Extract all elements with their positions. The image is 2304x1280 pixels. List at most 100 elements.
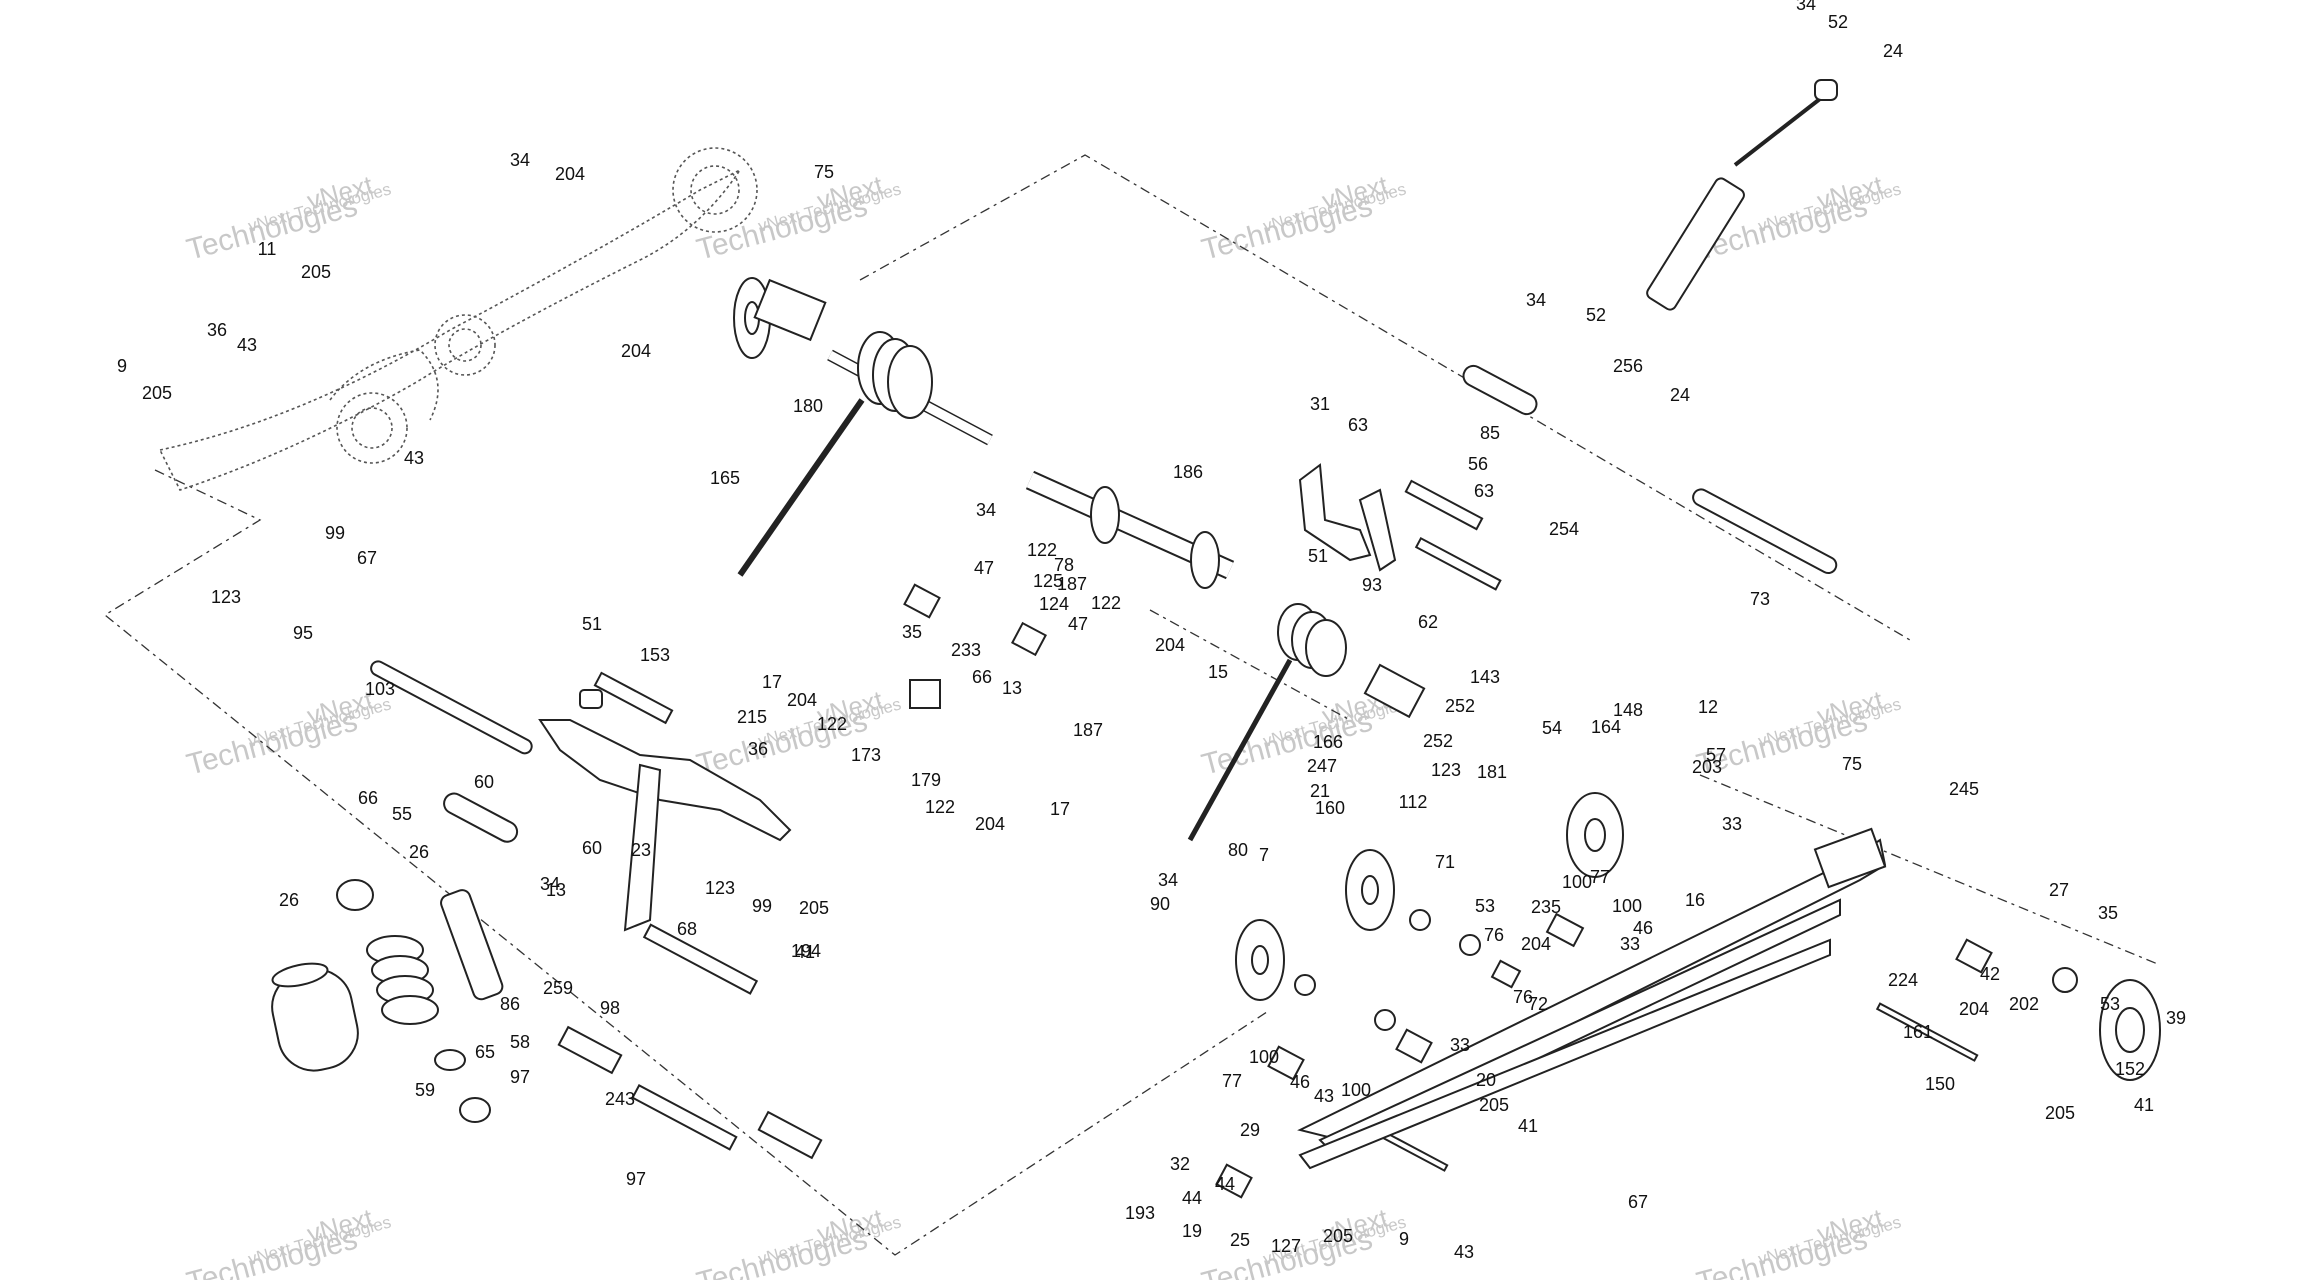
callout-label: 25 [1230, 1230, 1250, 1250]
callout-label: 202 [2009, 994, 2039, 1014]
watermark-text: Technologies [693, 190, 871, 267]
callout-label: 203 [1692, 757, 1722, 777]
callout-label: 43 [237, 335, 257, 355]
callout-label: 51 [582, 614, 602, 634]
callout-label: 205 [1323, 1226, 1353, 1246]
callout-label: 33 [1450, 1035, 1470, 1055]
callout-label: 51 [1308, 546, 1328, 566]
callout-label: 161 [1903, 1022, 1933, 1042]
callout-label: 166 [1313, 732, 1343, 752]
callout-label: 204 [1155, 635, 1185, 655]
front-arm-bracket [1298, 463, 1397, 572]
callout-label: 27 [2049, 880, 2069, 900]
callout-label: 41 [2134, 1095, 2154, 1115]
callout-label: 100 [1341, 1080, 1371, 1100]
rods [370, 364, 1979, 1172]
callout-label: 43 [404, 448, 424, 468]
callout-label: 36 [207, 320, 227, 340]
rear-spring-shock [271, 879, 504, 1123]
callout-label: 205 [799, 898, 829, 918]
callout-label: 204 [975, 814, 1005, 834]
callout-label: 66 [358, 788, 378, 808]
callout-label: 173 [851, 745, 881, 765]
callout-label: 181 [1477, 762, 1507, 782]
callout-label: 205 [142, 383, 172, 403]
callout-label: 95 [293, 623, 313, 643]
slide-rails [1297, 827, 1887, 1170]
callout-label: 41 [795, 942, 815, 962]
callout-label: 187 [1073, 720, 1103, 740]
rear-arm-frame [158, 147, 758, 491]
callout-label: 72 [1528, 994, 1548, 1014]
callout-label: 44 [1182, 1188, 1202, 1208]
callout-label: 66 [972, 667, 992, 687]
callout-label: 60 [582, 838, 602, 858]
callout-label: 26 [279, 890, 299, 910]
callout-label: 24 [1883, 41, 1903, 61]
callout-label: 43 [1454, 1242, 1474, 1262]
callout-label: 52 [1828, 12, 1848, 32]
callout-label: 90 [1150, 894, 1170, 914]
callout-label: 150 [1925, 1074, 1955, 1094]
callout-label: 204 [1521, 934, 1551, 954]
callout-label: 122 [925, 797, 955, 817]
center-torsion-spring [1187, 603, 1426, 842]
front-torsion-spring [737, 331, 993, 577]
callout-label: 86 [500, 994, 520, 1014]
callout-label: 85 [1480, 423, 1500, 443]
callout-label: 53 [1475, 896, 1495, 916]
callout-label: 233 [951, 640, 981, 660]
callout-label: 19 [1182, 1221, 1202, 1241]
callout-label: 125 [1033, 571, 1063, 591]
callout-label: 97 [510, 1067, 530, 1087]
callout-label: 20 [1476, 1070, 1496, 1090]
watermark-text: Technologies [1198, 705, 1376, 782]
callout-label: 21 [1310, 781, 1330, 801]
callout-label: 224 [1888, 970, 1918, 990]
callout-label: 77 [1222, 1071, 1242, 1091]
callout-label: 56 [1468, 454, 1488, 474]
callout-label: 36 [748, 739, 768, 759]
callout-label: 123 [705, 878, 735, 898]
callout-label: 29 [1240, 1120, 1260, 1140]
idler-wheels [1235, 792, 2161, 1081]
callout-label: 100 [1612, 896, 1642, 916]
callout-label: 67 [357, 548, 377, 568]
callout-label: 54 [1542, 718, 1562, 738]
callout-label: 205 [2045, 1103, 2075, 1123]
callout-label: 99 [752, 896, 772, 916]
callout-label: 99 [325, 523, 345, 543]
callout-label: 53 [2100, 994, 2120, 1014]
callout-label: 80 [1228, 840, 1248, 860]
callout-label: 256 [1613, 356, 1643, 376]
callout-label: 124 [1039, 594, 1069, 614]
callout-label: 34 [976, 500, 996, 520]
watermark-text: Technologies [183, 705, 361, 782]
callout-label: 24 [1670, 385, 1690, 405]
callout-label: 17 [1050, 799, 1070, 819]
callout-label: 76 [1513, 987, 1533, 1007]
callout-label: 11 [258, 239, 277, 259]
callout-label: 47 [1068, 614, 1088, 634]
callout-label: 33 [1722, 814, 1742, 834]
callout-label: 33 [1620, 934, 1640, 954]
callout-label: 47 [974, 558, 994, 578]
callout-label: 63 [1474, 481, 1494, 501]
callout-label: 122 [1027, 540, 1057, 560]
callout-label: 7 [1259, 845, 1269, 865]
rear-arm [538, 689, 792, 932]
callout-label: 153 [640, 645, 670, 665]
watermark-text: Technologies [1693, 1223, 1871, 1280]
callout-label: 16 [1685, 890, 1705, 910]
callout-label: 97 [626, 1169, 646, 1189]
callout-label: 254 [1549, 519, 1579, 539]
callout-label: 39 [2166, 1008, 2186, 1028]
callout-label: 34 [510, 150, 530, 170]
callout-label: 44 [1215, 1174, 1235, 1194]
front-idler-wheel [733, 277, 827, 359]
callout-label: 247 [1307, 756, 1337, 776]
callout-label: 26 [409, 842, 429, 862]
callout-label: 252 [1445, 696, 1475, 716]
callout-label: 63 [1348, 415, 1368, 435]
